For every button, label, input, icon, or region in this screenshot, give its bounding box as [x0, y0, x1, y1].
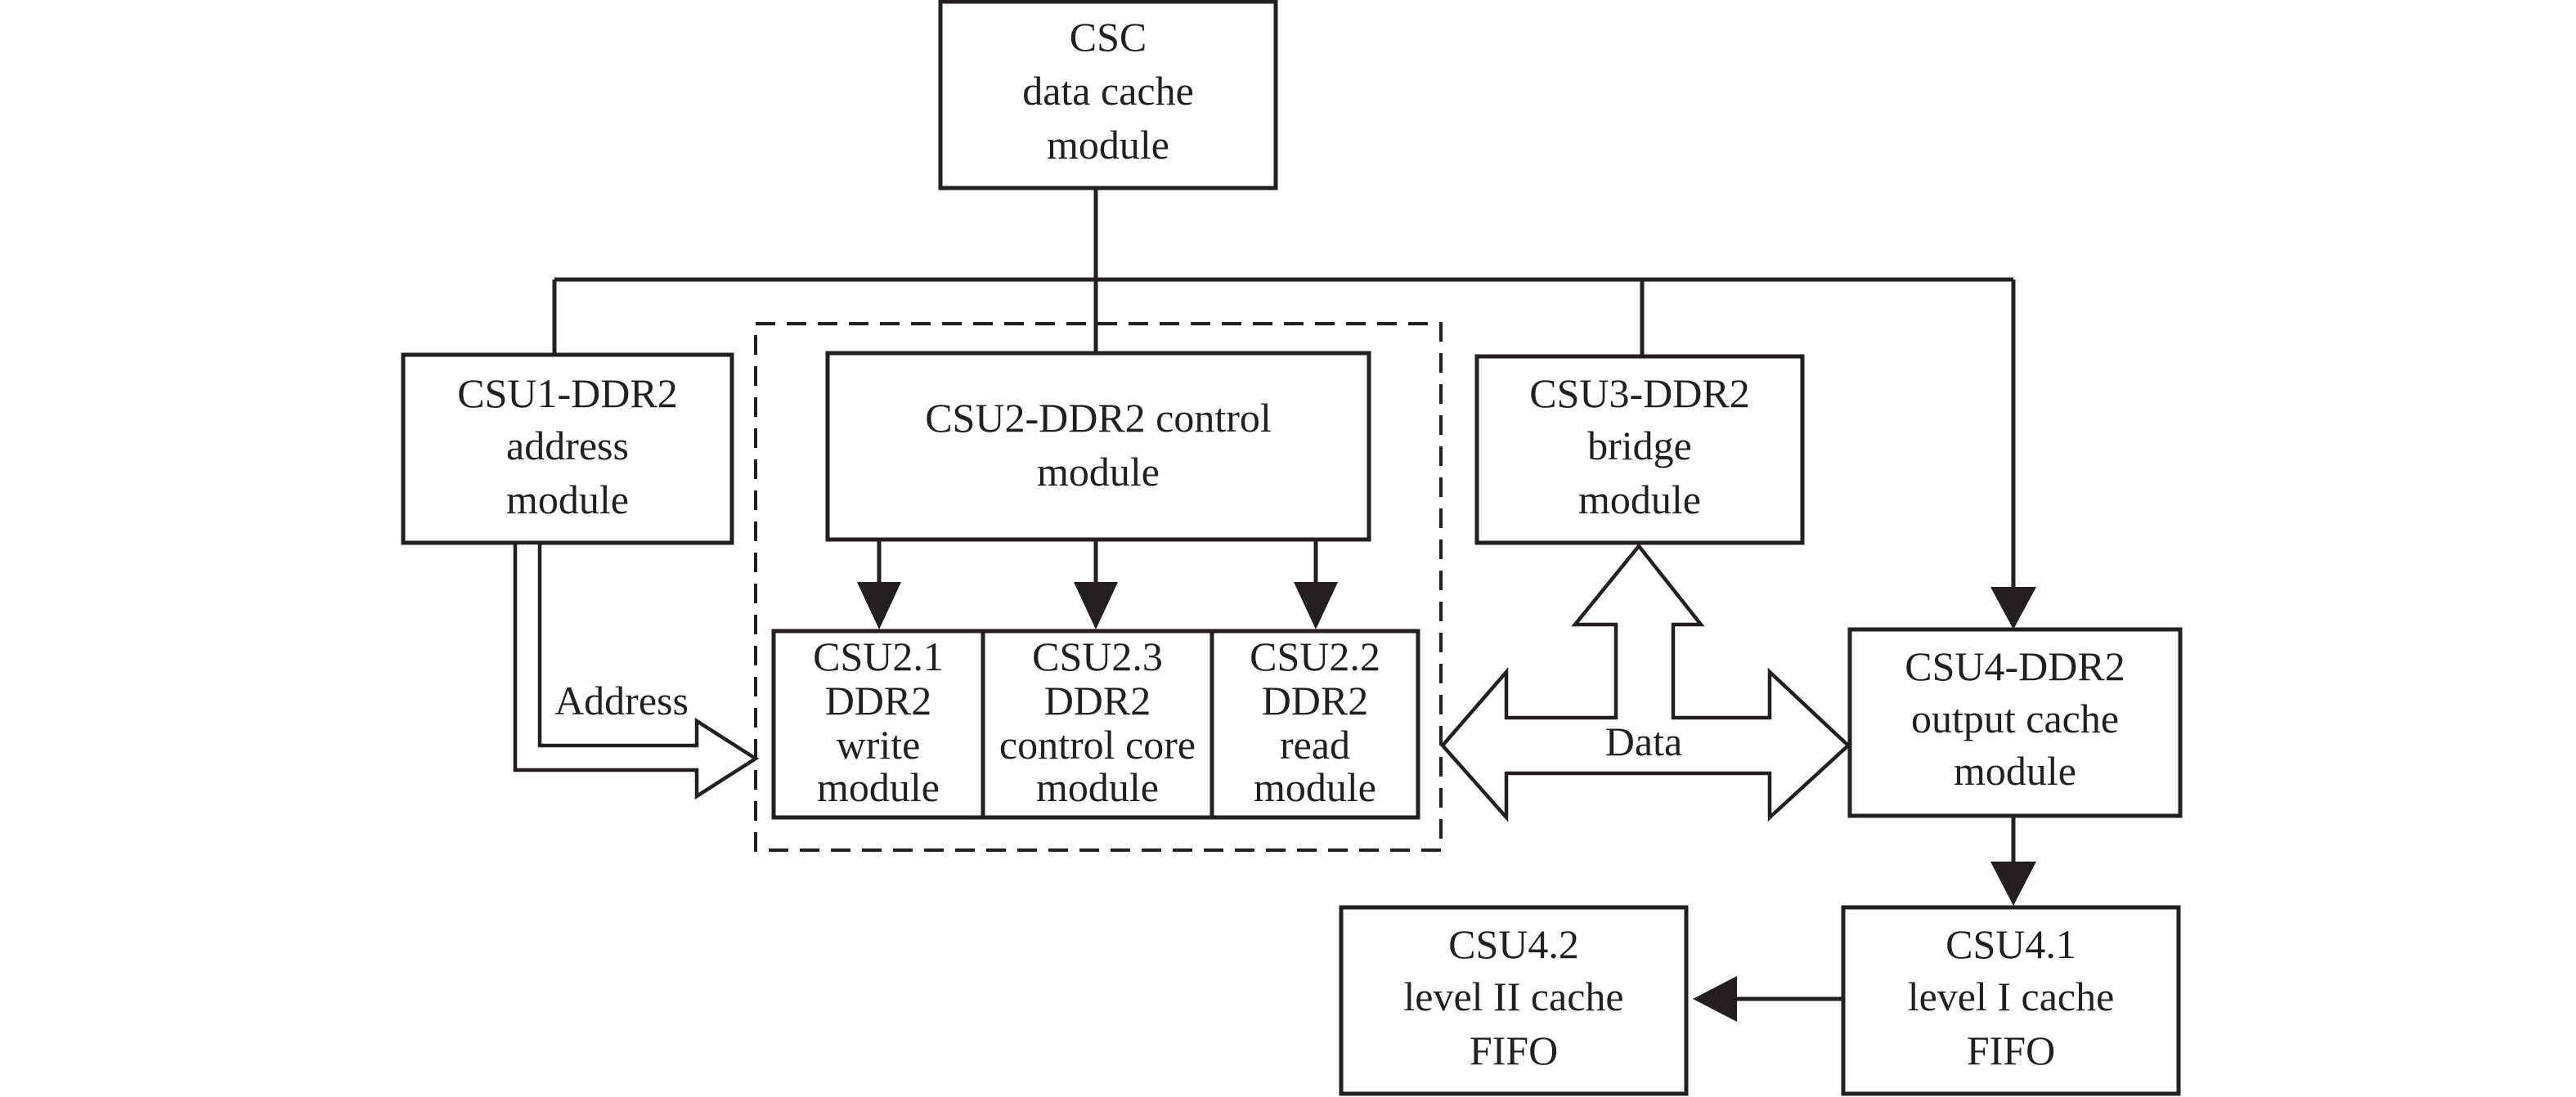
bus-lines [552, 188, 2016, 590]
svg-text:DDR2: DDR2 [1262, 678, 1369, 723]
svg-text:CSU3-DDR2: CSU3-DDR2 [1529, 370, 1749, 416]
svg-text:module: module [1036, 764, 1159, 810]
svg-text:CSU1-DDR2: CSU1-DDR2 [457, 370, 677, 416]
csu2-group-boundary [754, 322, 1443, 852]
svg-text:CSU2.2: CSU2.2 [1250, 634, 1380, 679]
svg-text:module: module [817, 764, 940, 810]
svg-text:DDR2: DDR2 [1044, 678, 1151, 723]
svg-text:CSU4-DDR2: CSU4-DDR2 [1905, 643, 2125, 689]
svg-text:read: read [1280, 722, 1350, 768]
svg-text:control core: control core [999, 722, 1196, 768]
csu2-1-write-box: CSU2.1 DDR2 write module [771, 629, 985, 820]
svg-text:level I cache: level I cache [1908, 974, 2115, 1019]
csu4-to-csu4-1-arrow [1990, 816, 2036, 906]
svg-text:bridge: bridge [1587, 423, 1692, 468]
address-label: Address [554, 678, 689, 723]
svg-text:write: write [837, 722, 921, 768]
address-hollow-arrow [513, 540, 760, 800]
svg-text:module: module [1037, 449, 1160, 495]
svg-text:CSU2-DDR2 control: CSU2-DDR2 control [925, 395, 1272, 441]
svg-text:level II cache: level II cache [1403, 974, 1623, 1019]
svg-text:data cache: data cache [1022, 68, 1194, 114]
csu2-3-control-core-box: CSU2.3 DDR2 control core module [981, 629, 1214, 820]
csu4-1-to-csu4-2-arrow [1693, 976, 1843, 1022]
svg-text:module: module [1047, 122, 1169, 168]
svg-text:FIFO: FIFO [1967, 1028, 2055, 1073]
data-hollow-bus-arrow [1440, 543, 1851, 822]
svg-text:output cache: output cache [1911, 696, 2119, 741]
csu4-2-level-ii-cache-box: CSU4.2 level II cache FIFO [1339, 905, 1689, 1096]
svg-text:DDR2: DDR2 [825, 678, 932, 723]
svg-text:CSU4.2: CSU4.2 [1448, 921, 1579, 967]
svg-text:CSU2.3: CSU2.3 [1032, 634, 1163, 679]
csu2-2-read-box: CSU2.2 DDR2 read module [1209, 629, 1420, 820]
csu1-address-box: CSU1-DDR2 address module [401, 352, 734, 545]
bus-to-csu4-arrowhead [1990, 587, 2036, 629]
csu3-bridge-box: CSU3-DDR2 bridge module [1474, 354, 1805, 545]
csu2-control-box: CSU2-DDR2 control module [825, 351, 1371, 542]
svg-text:FIFO: FIFO [1470, 1028, 1558, 1073]
csu4-output-cache-box: CSU4-DDR2 output cache module [1847, 627, 2183, 818]
csc-data-cache-box: CSC data cache module [938, 0, 1278, 190]
svg-text:module: module [1254, 764, 1376, 810]
data-label: Data [1605, 719, 1682, 764]
svg-text:module: module [1578, 477, 1701, 522]
svg-text:CSC: CSC [1070, 14, 1147, 60]
svg-text:CSU2.1: CSU2.1 [813, 634, 944, 679]
csu2-submodule-arrows [857, 540, 1338, 629]
svg-text:module: module [1954, 748, 2076, 794]
svg-text:CSU4.1: CSU4.1 [1945, 921, 2076, 967]
csu4-1-level-i-cache-box: CSU4.1 level I cache FIFO [1841, 905, 2181, 1096]
svg-text:address: address [506, 423, 629, 468]
svg-text:module: module [506, 477, 629, 522]
